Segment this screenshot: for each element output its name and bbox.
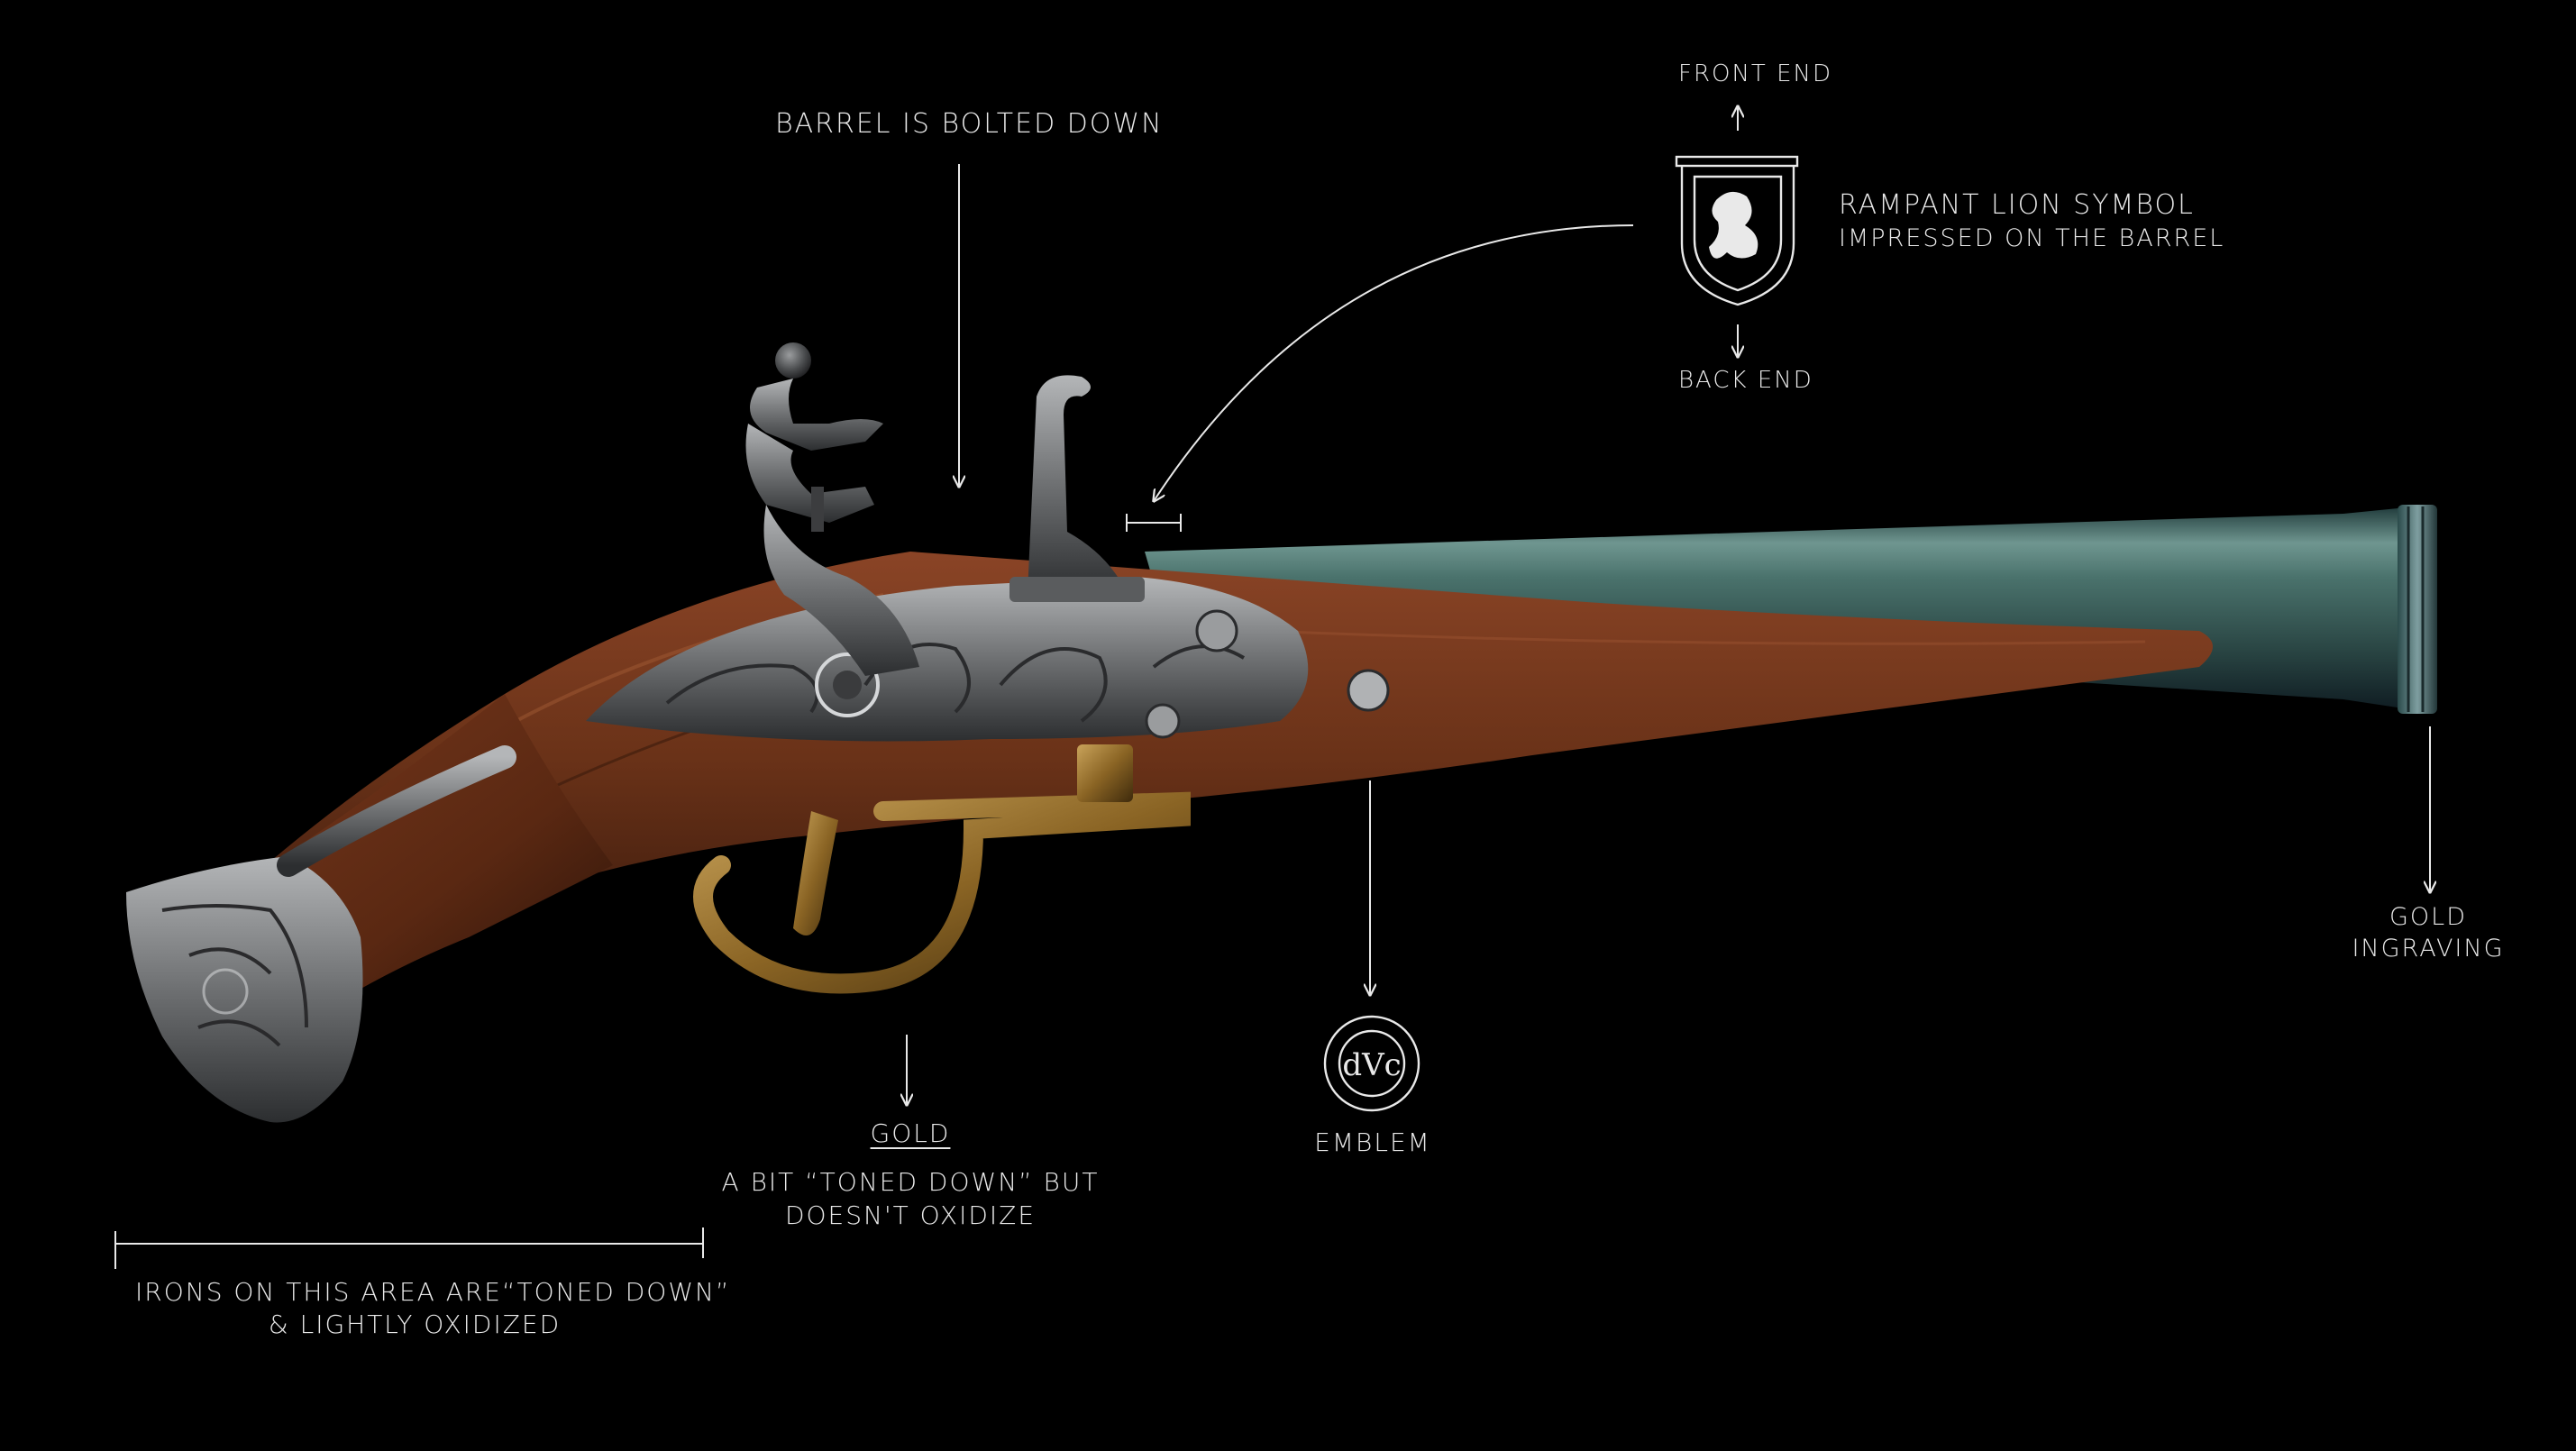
note-lion-symbol: RAMPANT LION SYMBOL IMPRESSED ON THE BAR… — [1839, 187, 2224, 254]
note-gold-engraving: GOLD INGRAVING — [2347, 901, 2509, 964]
note-barrel-bolted: BARREL IS BOLTED DOWN — [775, 108, 1164, 140]
note-back-end: BACK END — [1678, 367, 1813, 394]
note-gold: GOLD A BIT “TONED DOWN” BUT DOESN'T OXID… — [721, 1118, 1100, 1232]
butt-cap — [126, 745, 516, 1123]
lion-shield-icon — [1675, 155, 1799, 306]
gold-engraving-line-2: INGRAVING — [2352, 935, 2505, 963]
lock-plate — [586, 577, 1390, 742]
butt-spur — [277, 745, 516, 877]
emblem-monogram: dVc — [1342, 1047, 1402, 1083]
arrow-lion-symbol — [1154, 224, 1634, 501]
note-emblem: EMBLEM — [1314, 1127, 1431, 1157]
note-irons: IRONS ON THIS AREA ARE“TONED DOWN” & LIG… — [135, 1276, 731, 1342]
frizzen — [1009, 375, 1145, 602]
pan — [1009, 577, 1145, 602]
irons-line-2: & LIGHTLY OXIDIZED — [268, 1310, 562, 1340]
annotation-lines — [114, 106, 2430, 1269]
lock-screw — [1145, 703, 1181, 739]
lion-line-1: RAMPANT LION SYMBOL — [1839, 189, 2195, 221]
gold-engraving-line-1: GOLD — [2389, 903, 2467, 931]
trigger-plate — [1077, 744, 1133, 802]
gold-title: GOLD — [870, 1118, 951, 1148]
gold-line-1: A BIT “TONED DOWN” BUT — [721, 1167, 1100, 1198]
cock-screw-cap — [775, 342, 811, 379]
irons-line-1: IRONS ON THIS AREA ARE“TONED DOWN” — [135, 1277, 731, 1307]
emblem-icon — [1323, 1015, 1420, 1112]
trigger — [793, 811, 838, 935]
lock-screw-2 — [1195, 609, 1238, 652]
lion-line-2: IMPRESSED ON THE BARREL — [1839, 224, 2225, 252]
muzzle-ring — [2398, 505, 2437, 714]
hammer — [745, 342, 919, 676]
gold-line-2: DOESN'T OXIDIZE — [784, 1200, 1037, 1230]
note-front-end: FRONT END — [1678, 60, 1832, 87]
side-screw — [1347, 669, 1390, 712]
trigger-guard — [693, 744, 1191, 994]
